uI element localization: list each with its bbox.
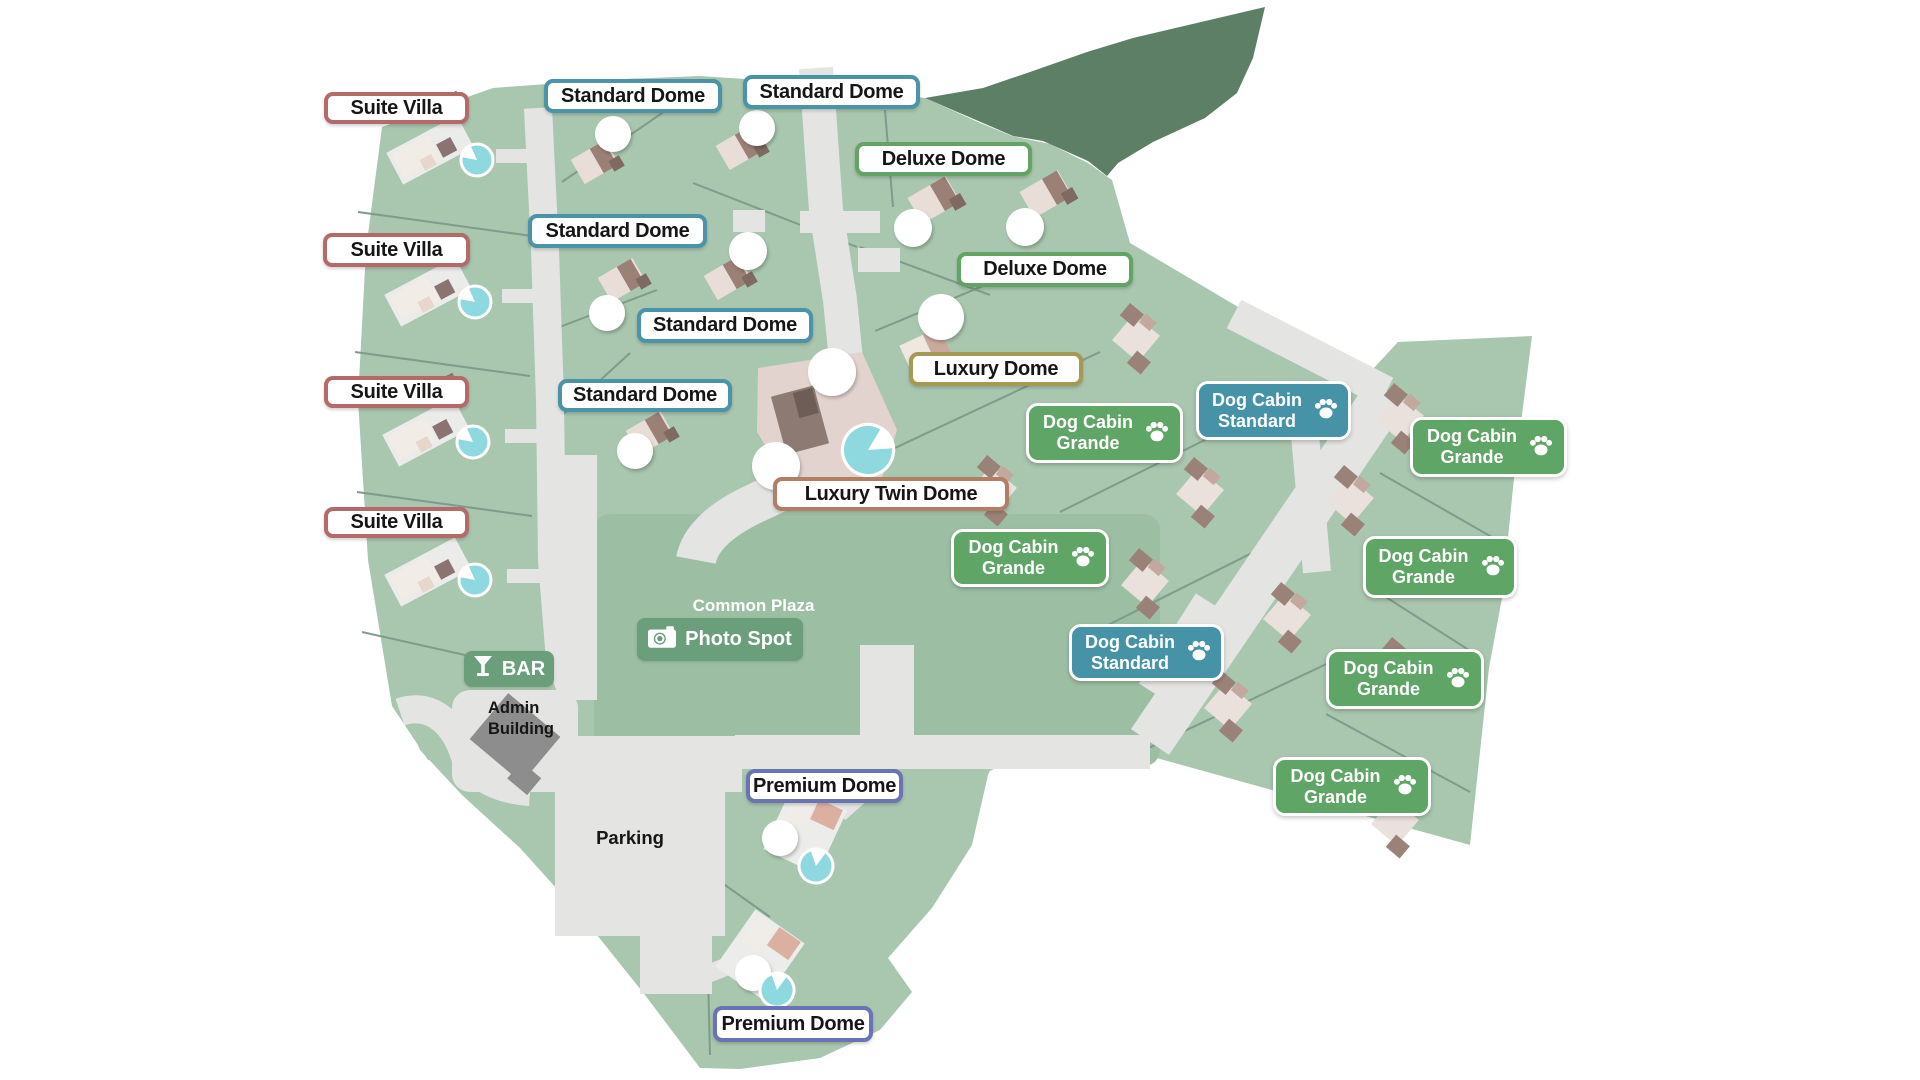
label-luxury-twin-dome: Luxury Twin Dome: [773, 477, 1009, 511]
label-suite-villa-3: Suite Villa: [324, 376, 469, 408]
label-suite-villa-4: Suite Villa: [324, 507, 469, 538]
label-dog-cabin-grande-5: Dog Cabin Grande: [1363, 536, 1517, 598]
label-dog-cabin-grande-4: Dog Cabin Grande: [1410, 417, 1567, 477]
camera-icon: [648, 625, 677, 655]
paw-icon: [1392, 771, 1418, 802]
label-deluxe-dome-1: Deluxe Dome: [855, 142, 1032, 176]
photo-spot-text: Photo Spot: [685, 628, 792, 650]
label-standard-dome-4: Standard Dome: [637, 308, 813, 343]
paw-icon: [1313, 395, 1339, 426]
label-standard-dome-5: Standard Dome: [558, 379, 732, 412]
text-admin-building: Admin Building: [488, 699, 554, 738]
label-premium-dome-1: Premium Dome: [746, 769, 903, 803]
label-dog-cabin-standard-1: Dog Cabin Standard: [1196, 381, 1351, 440]
label-premium-dome-2: Premium Dome: [713, 1006, 873, 1042]
paw-icon: [1480, 552, 1506, 583]
label-dog-cabin-grande-2: Dog Cabin Grande: [951, 529, 1109, 587]
paved-pads: [452, 210, 900, 994]
label-dog-cabin-grande-1: Dog Cabin Grande: [1026, 403, 1183, 463]
label-dog-cabin-standard-2: Dog Cabin Standard: [1069, 624, 1224, 681]
paw-icon: [1186, 637, 1212, 668]
forest-area: [925, 7, 1265, 176]
facility-bar: BAR: [464, 651, 554, 687]
label-suite-villa-1: Suite Villa: [324, 92, 469, 124]
parking-area: [555, 788, 725, 936]
pools: [455, 142, 896, 1009]
text-common-plaza: Common Plaza: [692, 596, 815, 615]
dog-cabin-grande-text: Dog Cabin Grande: [1043, 412, 1133, 453]
dog-cabin-grande-text: Dog Cabin Grande: [968, 537, 1059, 578]
paw-icon: [1445, 664, 1471, 695]
martini-glass-icon: [473, 655, 493, 683]
text-parking: Parking: [596, 827, 664, 848]
label-dog-cabin-grande-6: Dog Cabin Grande: [1326, 649, 1484, 709]
dog-cabin-standard-text: Dog Cabin Standard: [1085, 631, 1175, 673]
suite-villa-buildings: [382, 90, 474, 607]
label-deluxe-dome-2: Deluxe Dome: [957, 252, 1133, 287]
dog-cabin-grande-text: Dog Cabin Grande: [1343, 658, 1434, 699]
label-dog-cabin-grande-3: Dog Cabin Grande: [1273, 757, 1431, 816]
label-suite-villa-2: Suite Villa: [323, 233, 470, 267]
label-standard-dome-3: Standard Dome: [528, 214, 707, 248]
bar-text: BAR: [501, 657, 546, 680]
facility-photo-spot: Photo Spot: [637, 618, 803, 661]
admin-building-shape: [469, 693, 561, 796]
dog-cabin-grande-text: Dog Cabin Grande: [1378, 546, 1469, 587]
dog-cabin-grande-text: Dog Cabin Grande: [1290, 765, 1381, 807]
label-standard-dome-1: Standard Dome: [544, 79, 722, 113]
paw-icon: [1144, 418, 1170, 449]
label-standard-dome-2: Standard Dome: [743, 75, 920, 109]
dog-cabin-grande-text: Dog Cabin Grande: [1427, 426, 1517, 467]
paw-icon: [1528, 432, 1554, 463]
paw-icon: [1070, 543, 1096, 574]
label-luxury-dome: Luxury Dome: [909, 352, 1083, 386]
dog-cabin-standard-text: Dog Cabin Standard: [1212, 389, 1302, 431]
